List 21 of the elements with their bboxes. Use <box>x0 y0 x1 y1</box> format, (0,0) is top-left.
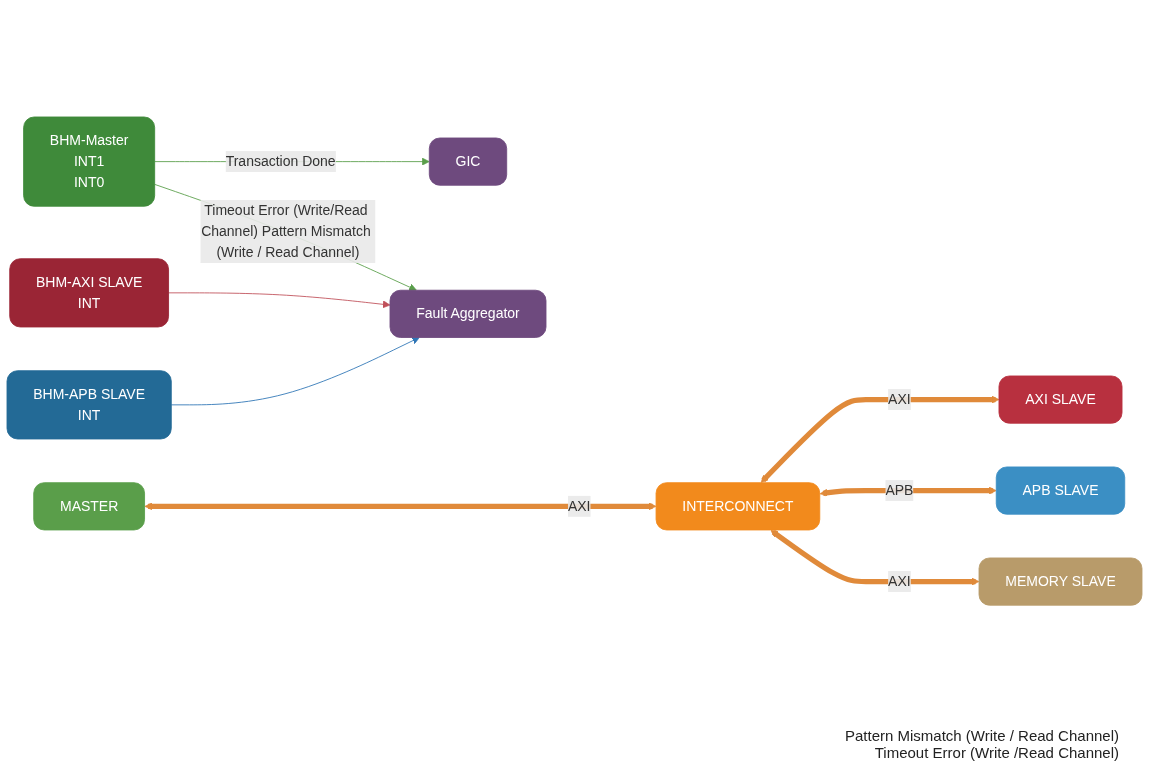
node-box: AXI SLAVE <box>998 375 1123 425</box>
edge-label: Transaction Done <box>225 154 336 170</box>
edge-label: Timeout Error (Write/Read Channel) Pattern Mismatch (Write / Read Channel) <box>201 202 371 260</box>
note-text: Pattern Mismatch (Write / Read Channel) <box>845 727 1119 744</box>
node-box: INTERCONNECT <box>655 482 821 531</box>
node-box: BHM-AXI SLAVE INT <box>9 258 169 328</box>
edge-label: AXI <box>888 574 911 589</box>
edge-label: APB <box>885 483 914 498</box>
node-box: BHM-APB SLAVE INT <box>6 370 172 440</box>
note-text: Timeout Error (Write /Read Channel) <box>874 744 1119 761</box>
node-box: BHM-Master INT1 INT0 <box>23 116 156 208</box>
node-box: APB SLAVE <box>995 466 1126 516</box>
node-box: MASTER <box>33 482 145 531</box>
node-box: Fault Aggregator <box>389 290 547 339</box>
arrow <box>144 502 657 511</box>
arrow <box>770 530 980 586</box>
edge-label: AXI <box>567 498 591 514</box>
node-box: MEMORY SLAVE <box>978 557 1143 607</box>
node-box: GIC <box>428 137 508 187</box>
arrow <box>760 396 1000 484</box>
edge-label: AXI <box>888 392 911 407</box>
